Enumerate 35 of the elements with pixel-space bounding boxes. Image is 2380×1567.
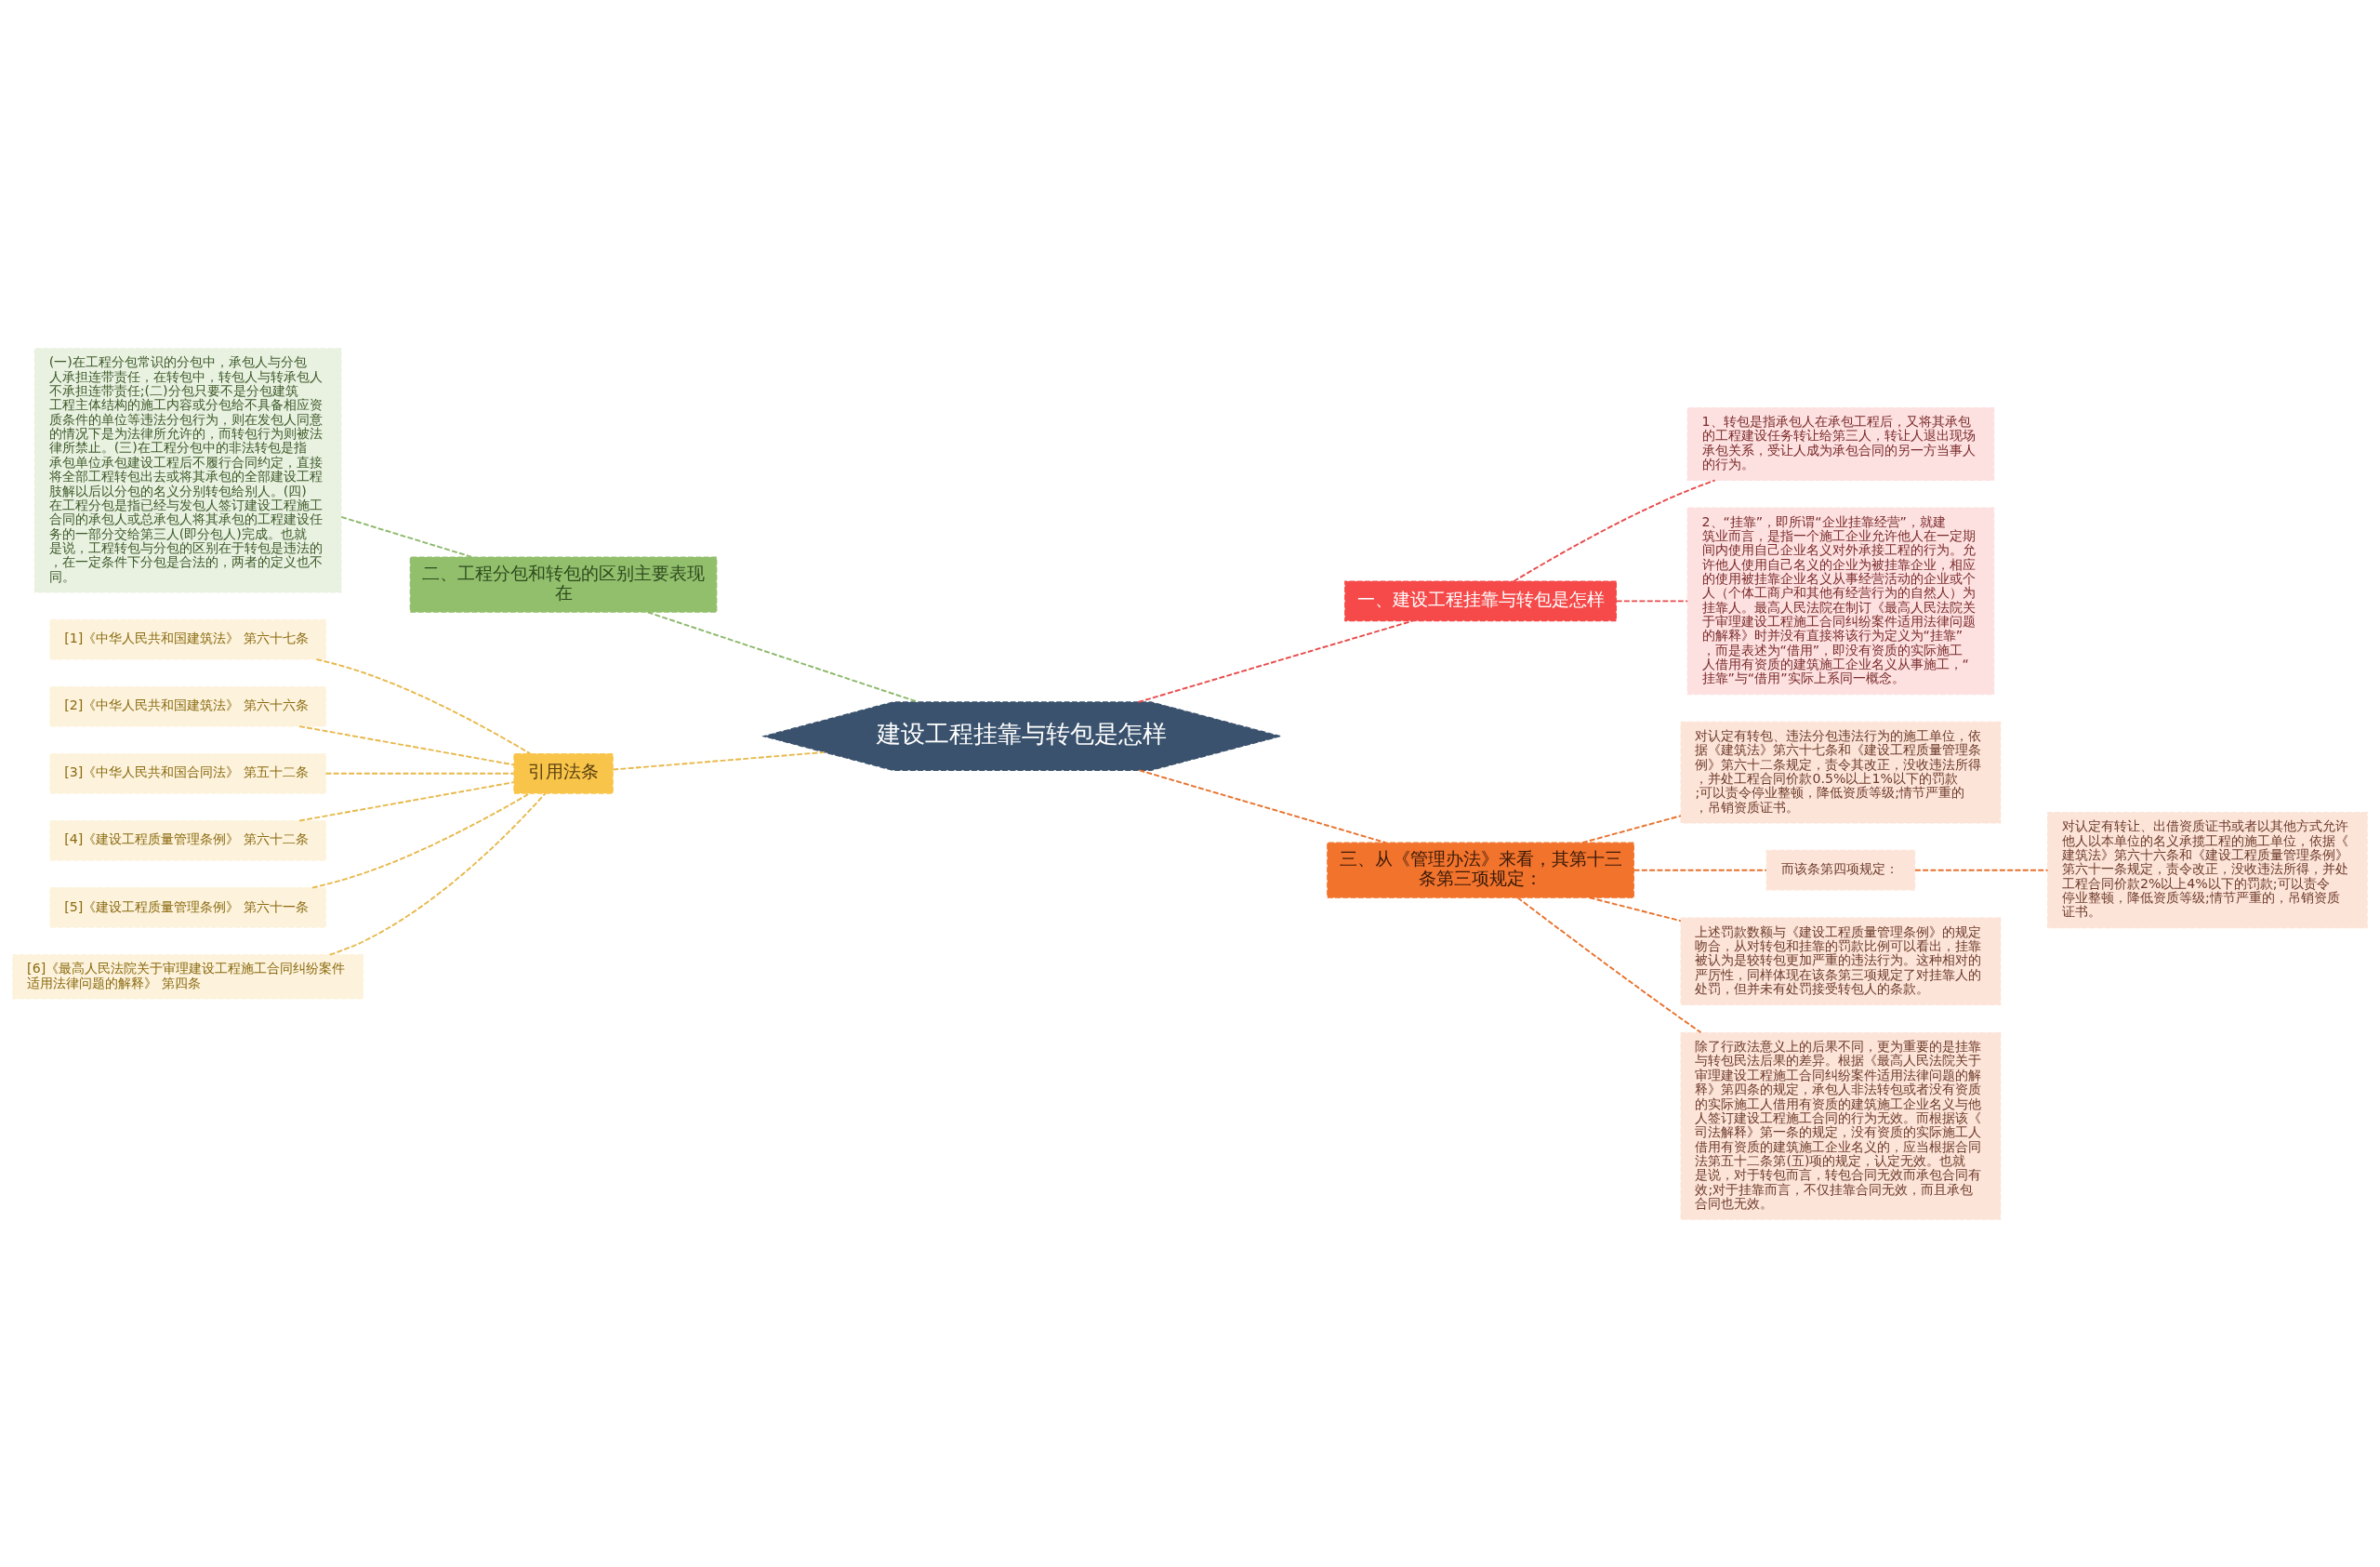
connector: [328, 791, 547, 956]
connector: [1588, 896, 1682, 922]
connector: [324, 772, 515, 775]
connector: [1516, 896, 1702, 1033]
connector: [1581, 814, 1682, 843]
node-box: 除了行政法意义上的后果不同，更为重要的是挂靠与转包民法后果的差异。根据《最高人民法院关于审理建设工程施工合同纠纷案件适用法律问题的解释》第四条的规定，承包人非法转包或者没有资质的实际施工人借用有资质的建筑施工企业名义与他人签订建设工程施工合同的行为无效。而根据该《司法解释》第一条的规定，没有资质的实际施工人借用有资质的建筑施工企业名义的，应当根据合同法第五十二条第(五)项的规定，认定无效。也就是说，对于转包而言，转包合同无效而承包合同有效;对于挂靠而言，不仅挂靠合同无效，而且承包合同也无效。: [1680, 1031, 2002, 1220]
node-box: [3]《中华人民共和国合同法》 第五十二条: [49, 752, 326, 794]
node-box: 二、工程分包和转包的区别主要表现在: [409, 556, 718, 613]
node-box: 对认定有转包、违法分包违法行为的施工单位，依据《建筑法》第六十七条和《建设工程质量管理条例》第六十二条规定，责令其改正，没收违法所得，并处工程合同价款0.5%以上1%以下的罚款;可以责令停业整顿，降低资质等级;情节严重的，吊销资质证书。: [1680, 721, 2002, 823]
connector: [298, 780, 515, 821]
node-box: 引用法条: [513, 752, 614, 794]
connector: [340, 515, 474, 558]
connector: [1914, 869, 2049, 871]
node-box: 上述罚款数额与《建设工程质量管理条例》的规定吻合，从对转包和挂靠的罚款比例可以看出，挂靠被认为是较转包更加严重的违法行为。这种相对的严厉性，同样体现在该条第三项规定了对挂靠人的处罚，但并未有处罚接受转包人的条款。: [1680, 917, 2002, 1005]
node-box: 而该条第四项规定：: [1765, 849, 1916, 891]
connector: [1137, 619, 1414, 703]
node-box: [5]《建设工程质量管理条例》 第六十一条: [49, 886, 326, 928]
node-box: [1]《中华人民共和国建筑法》 第六十七条: [49, 618, 326, 660]
node-box: [4]《建设工程质量管理条例》 第六十二条: [49, 819, 326, 861]
connector: [1615, 599, 1689, 602]
node-box: 对认定有转让、出借资质证书或者以其他方式允许他人以本单位的名义承揽工程的施工单位，依据《建筑法》第六十六条和《建设工程质量管理条例》第六十一条规定，责令改正，没收违法所得，并处工程合同价款2%以上4%以下的罚款;可以责令停业整顿，降低资质等级;情节严重的，吊销资质证书。: [2046, 811, 2368, 928]
node-box: [6]《最高人民法院关于审理建设工程施工合同纠纷案件适用法律问题的解释》 第四条: [12, 953, 364, 999]
node-box: 2、“挂靠”，即所谓“企业挂靠经营”，就建筑业而言，是指一个施工企业允许他人在一定期间内使用自己企业名义对外承接工程的行为。允许他人使用自己名义的企业为被挂靠企业，相应的使用被挂靠企业名义从事经营活动的企业或个人（个体工商户和其他有经营行为的自然人）为挂靠人。最高人民法院在制订《最高人民法院关于审理建设工程施工合同纠纷案件适用法律问题的解释》时并没有直接将该行为定义为“挂靠”，而是表述为“借用”，即没有资质的实际施工人借用有资质的建筑施工企业名义从事施工，“挂靠”与“借用”实际上系同一概念。: [1686, 506, 1995, 695]
node-box: [2]《中华人民共和国建筑法》 第六十六条: [49, 685, 326, 727]
connector: [298, 724, 515, 765]
connector: [1138, 768, 1387, 843]
connector: [315, 657, 532, 754]
connector: [1633, 869, 1767, 871]
node-box: 三、从《管理办法》来看，其第十三条第三项规定：: [1327, 842, 1634, 898]
node-box: 1、转包是指承包人在承包工程后，又将其承包的工程建设任务转让给第三人，转让人退出现场承包关系，受让人成为承包合同的另一方当事人的行为。: [1686, 406, 1995, 481]
connector: [612, 750, 826, 770]
connector: [1513, 479, 1716, 582]
node-box: 一、建设工程挂靠与转包是怎样: [1344, 580, 1617, 621]
node-box: (一)在工程分包常识的分包中，承包人与分包人承担连带责任，在转包中，转包人与转承包人不承担连带责任;(二)分包只要不是分包建筑工程主体结构的施工内容或分包给不具备相应资质条件的单位等违法分包行为，则在发包人同意的情况下是为法律所允许的，而转包行为则被法律所禁止。(三)在工程分包中的非法转包是指承包单位承包建设工程后不履行合同约定，直接将全部工程转包出去或将其承包的全部建设工程肢解以后以分包的名义分别转包给别人。(四)在工程分包是指已经与发包人签订建设工程施工合同的承包人或总承包人将其承包的工程建设任务的一部分交给第三人(即分包人)完成。也就是说，工程转包与分包的区别在于转包是违法的，在一定条件下分包是合法的，两者的定义也不同。: [33, 347, 342, 592]
connector: [311, 791, 531, 889]
